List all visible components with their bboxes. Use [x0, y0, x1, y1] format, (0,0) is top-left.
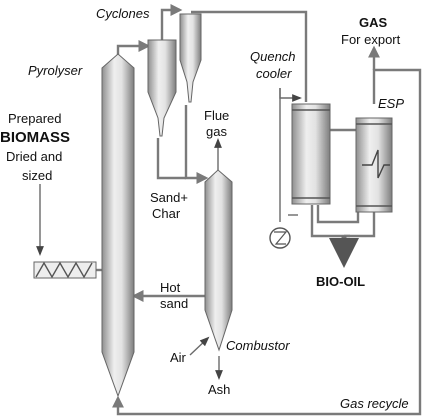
flue-gas-label: gas: [206, 124, 227, 139]
char-leg-1: [156, 138, 186, 180]
for-export-label: For export: [341, 32, 401, 47]
sand-plus-label: Sand+: [150, 190, 188, 205]
quench-cooler-vessel: [291, 103, 331, 205]
ash-label: Ash: [208, 382, 230, 397]
cyclone-1: [147, 39, 177, 137]
air-arrow: [189, 336, 210, 356]
combustor-vessel: [204, 169, 233, 352]
pyrolyser-vessel: [101, 53, 135, 398]
biomass-label: BIOMASS: [0, 129, 70, 146]
oil-collect-left: [310, 205, 350, 238]
air-label: Air: [170, 350, 187, 365]
prepared-label: Prepared: [8, 111, 61, 126]
char-leg-2: [184, 105, 209, 184]
esp-electrode-icon: [362, 149, 390, 179]
sand-label: sand: [160, 296, 188, 311]
cyclone-link-pipe: [160, 4, 183, 40]
gas-export-pipe: [112, 68, 422, 416]
cyclones-label: Cyclones: [96, 6, 150, 21]
flue-label: Flue: [204, 108, 229, 123]
oil-collect-right: [344, 212, 376, 238]
esp-vessel: [355, 117, 393, 213]
cyclone-2: [179, 13, 202, 103]
dried-and-label: Dried and: [6, 149, 62, 164]
bio-oil-label: BIO-OIL: [316, 274, 365, 289]
quench-bottom-to-esp: [316, 205, 360, 224]
sized-label: sized: [22, 168, 52, 183]
heat-exchanger-icon: [269, 227, 291, 249]
quench-label: Quench: [250, 49, 296, 64]
screw-feeder: [33, 261, 97, 279]
esp-label: ESP: [378, 96, 404, 111]
char-label: Char: [152, 206, 181, 221]
pyrolyser-label: Pyrolyser: [28, 63, 83, 78]
vapour-to-quench-pipe: [191, 10, 308, 102]
hot-label: Hot: [160, 280, 181, 295]
coolant-loop-top: [279, 88, 302, 102]
gas-title-label: GAS: [359, 15, 388, 30]
gas-recycle-label: Gas recycle: [340, 396, 409, 411]
cooler-label: cooler: [256, 66, 292, 81]
combustor-label: Combustor: [226, 338, 290, 353]
